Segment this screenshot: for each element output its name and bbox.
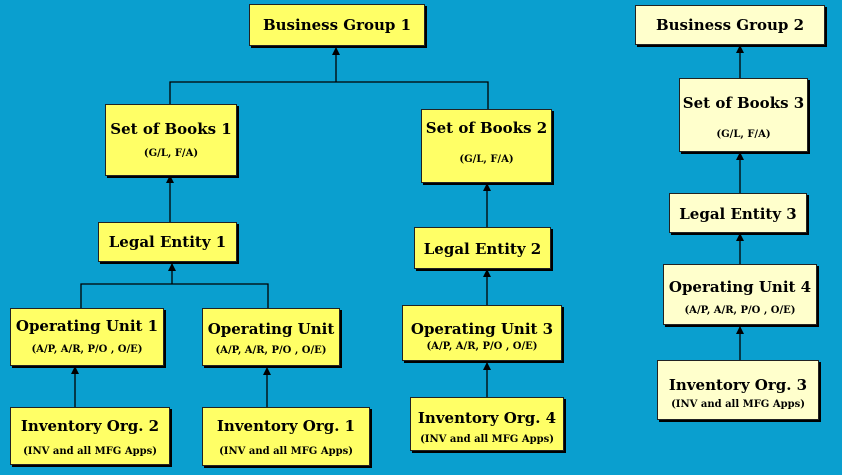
node-title: Business Group 1	[262, 16, 412, 34]
node-subtitle: (A/P, A/R, P/O , O/E)	[215, 345, 327, 356]
node-subtitle: (INV and all MFG Apps)	[219, 446, 353, 457]
node-title: Legal Entity 1	[108, 233, 227, 251]
node-title: Inventory Org. 4	[417, 409, 557, 427]
legal-entity-1-node: Legal Entity 1	[98, 222, 237, 262]
legal-entity-2-node: Legal Entity 2	[414, 227, 551, 269]
inventory-org-3-node: Inventory Org. 3 (INV and all MFG Apps)	[657, 360, 819, 420]
node-subtitle: (G/L, F/A)	[716, 129, 771, 140]
inventory-org-1-node: Inventory Org. 1 (INV and all MFG Apps)	[202, 407, 370, 466]
node-subtitle: (INV and all MFG Apps)	[671, 399, 805, 410]
node-title: Legal Entity 2	[423, 240, 542, 258]
node-title: Inventory Org. 2	[20, 417, 160, 435]
node-subtitle: (A/P, A/R, P/O , O/E)	[684, 305, 796, 316]
operating-unit-4-node: Operating Unit 4 (A/P, A/R, P/O , O/E)	[663, 264, 817, 325]
node-title: Operating Unit 1	[15, 317, 159, 335]
operating-unit-3-node: Operating Unit 3 (A/P, A/R, P/O , O/E)	[402, 305, 562, 361]
set-of-books-3-node: Set of Books 3 (G/L, F/A)	[679, 78, 808, 152]
node-title: Set of Books 2	[425, 119, 548, 137]
node-title: Inventory Org. 3	[668, 376, 808, 394]
business-group-1-node: Business Group 1	[249, 4, 425, 46]
node-subtitle: (A/P, A/R, P/O , O/E)	[426, 341, 538, 352]
inventory-org-2-node: Inventory Org. 2 (INV and all MFG Apps)	[10, 407, 170, 465]
set-of-books-1-node: Set of Books 1 (G/L, F/A)	[105, 104, 237, 176]
node-title: Set of Books 1	[110, 120, 232, 138]
node-subtitle: (A/P, A/R, P/O , O/E)	[31, 344, 143, 355]
legal-entity-3-node: Legal Entity 3	[669, 193, 807, 233]
node-title: Operating Unit 3	[410, 320, 554, 338]
business-group-2-node: Business Group 2	[635, 5, 825, 45]
node-title: Inventory Org. 1	[216, 417, 356, 435]
connector-sob-bg1	[169, 81, 489, 109]
node-title: Business Group 2	[655, 16, 805, 34]
node-subtitle: (INV and all MFG Apps)	[420, 434, 554, 445]
node-title: Operating Unit	[207, 320, 335, 338]
node-subtitle: (G/L, F/A)	[143, 148, 199, 159]
node-subtitle: (INV and all MFG Apps)	[23, 446, 157, 457]
inventory-org-4-node: Inventory Org. 4 (INV and all MFG Apps)	[410, 397, 564, 451]
node-title: Legal Entity 3	[679, 205, 797, 223]
set-of-books-2-node: Set of Books 2 (G/L, F/A)	[421, 109, 552, 183]
operating-unit-2-node: Operating Unit (A/P, A/R, P/O , O/E)	[202, 308, 340, 366]
node-subtitle: (G/L, F/A)	[459, 154, 514, 165]
connector-ou-le1	[80, 283, 269, 308]
operating-unit-1-node: Operating Unit 1 (A/P, A/R, P/O , O/E)	[10, 308, 164, 366]
node-title: Set of Books 3	[682, 94, 805, 112]
node-title: Operating Unit 4	[668, 278, 812, 296]
